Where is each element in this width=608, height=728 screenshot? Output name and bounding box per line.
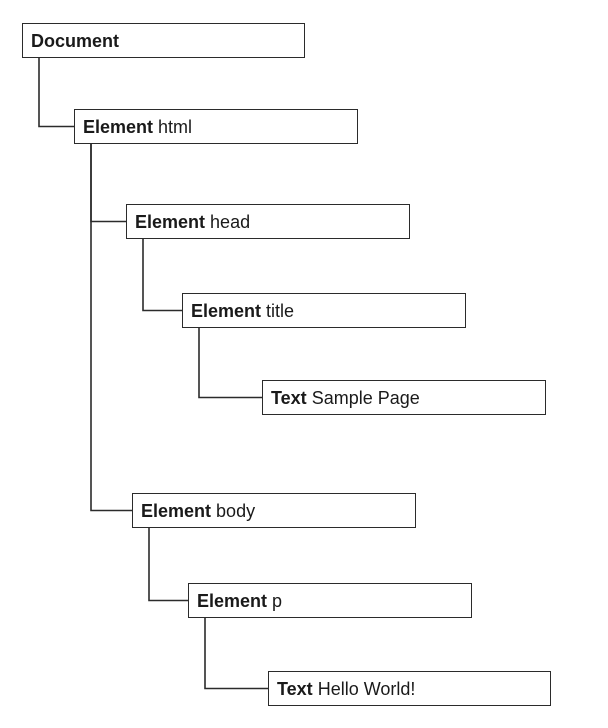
connector-head-to-title <box>142 239 182 312</box>
node-name-label: head <box>210 211 251 232</box>
node-kind-label: Element <box>135 211 206 232</box>
connector-p-to-text_p <box>204 618 268 690</box>
node-kind-label: Text <box>277 678 313 699</box>
node-kind-label: Element <box>197 590 268 611</box>
node-name-label: Hello World! <box>317 678 416 699</box>
node-name-label: title <box>266 300 295 321</box>
node-name-label: body <box>216 500 256 521</box>
node-kind-label: Document <box>31 30 120 51</box>
node-name-label: p <box>272 590 283 611</box>
node-element-html: Element html <box>74 109 358 144</box>
node-kind-label: Text <box>271 387 307 408</box>
node-kind-label: Element <box>191 300 262 321</box>
node-name-label: html <box>158 116 193 137</box>
node-element-title: Element title <box>182 293 466 328</box>
node-element-body: Element body <box>132 493 416 528</box>
node-element-p: Element p <box>188 583 472 618</box>
connector-title-to-text_title <box>198 328 262 399</box>
node-kind-label: Element <box>141 500 212 521</box>
node-element-head: Element head <box>126 204 410 239</box>
node-document: Document <box>22 23 305 58</box>
node-text-sample-page: Text Sample Page <box>262 380 546 415</box>
connector-body-to-p <box>148 528 188 602</box>
connector-document-to-html <box>38 58 74 128</box>
node-text-hello-world: Text Hello World! <box>268 671 551 706</box>
node-kind-label: Element <box>83 116 154 137</box>
node-name-label: Sample Page <box>311 387 420 408</box>
connector-html-to-head <box>90 144 126 223</box>
connector-html-to-body <box>90 144 132 512</box>
